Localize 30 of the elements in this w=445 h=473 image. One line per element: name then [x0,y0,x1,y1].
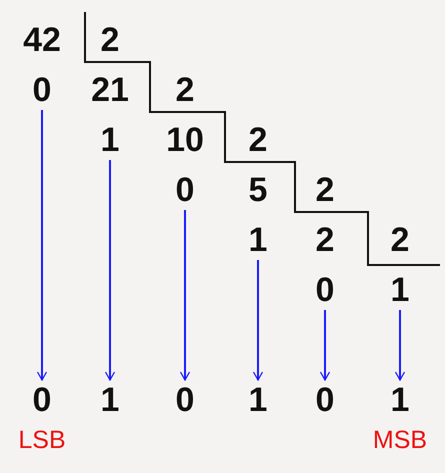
number: 2 [248,122,268,158]
number: 2 [314,222,336,258]
binary-digit: 1 [230,382,286,418]
number: 21 [90,72,130,108]
arrow [180,210,190,381]
remainder-digit: 0 [157,172,213,208]
arrow [252,260,264,381]
arrow [320,310,330,381]
arrow [36,110,48,381]
number: 2 [100,22,120,58]
bit-significance-label: MSB [372,425,428,456]
arrow [104,160,116,381]
binary-digit: 0 [14,382,70,418]
binary-digit: 1 [82,382,138,418]
remainder-digit: 1 [82,122,138,158]
remainder-digit: 0 [14,72,70,108]
binary-digit: 1 [372,382,428,418]
number: 2 [314,172,336,208]
number: 2 [390,222,410,258]
binary-digit: 0 [297,382,353,418]
number: 5 [248,172,268,208]
remainder-digit: 0 [297,272,353,308]
number: 2 [174,72,196,108]
binary-digit: 0 [157,382,213,418]
bit-significance-label: LSB [17,425,67,456]
remainder-digit: 1 [372,272,428,308]
arrow [394,310,406,381]
remainder-digit: 1 [230,222,286,258]
number: 42 [22,22,62,58]
number: 10 [165,122,205,158]
